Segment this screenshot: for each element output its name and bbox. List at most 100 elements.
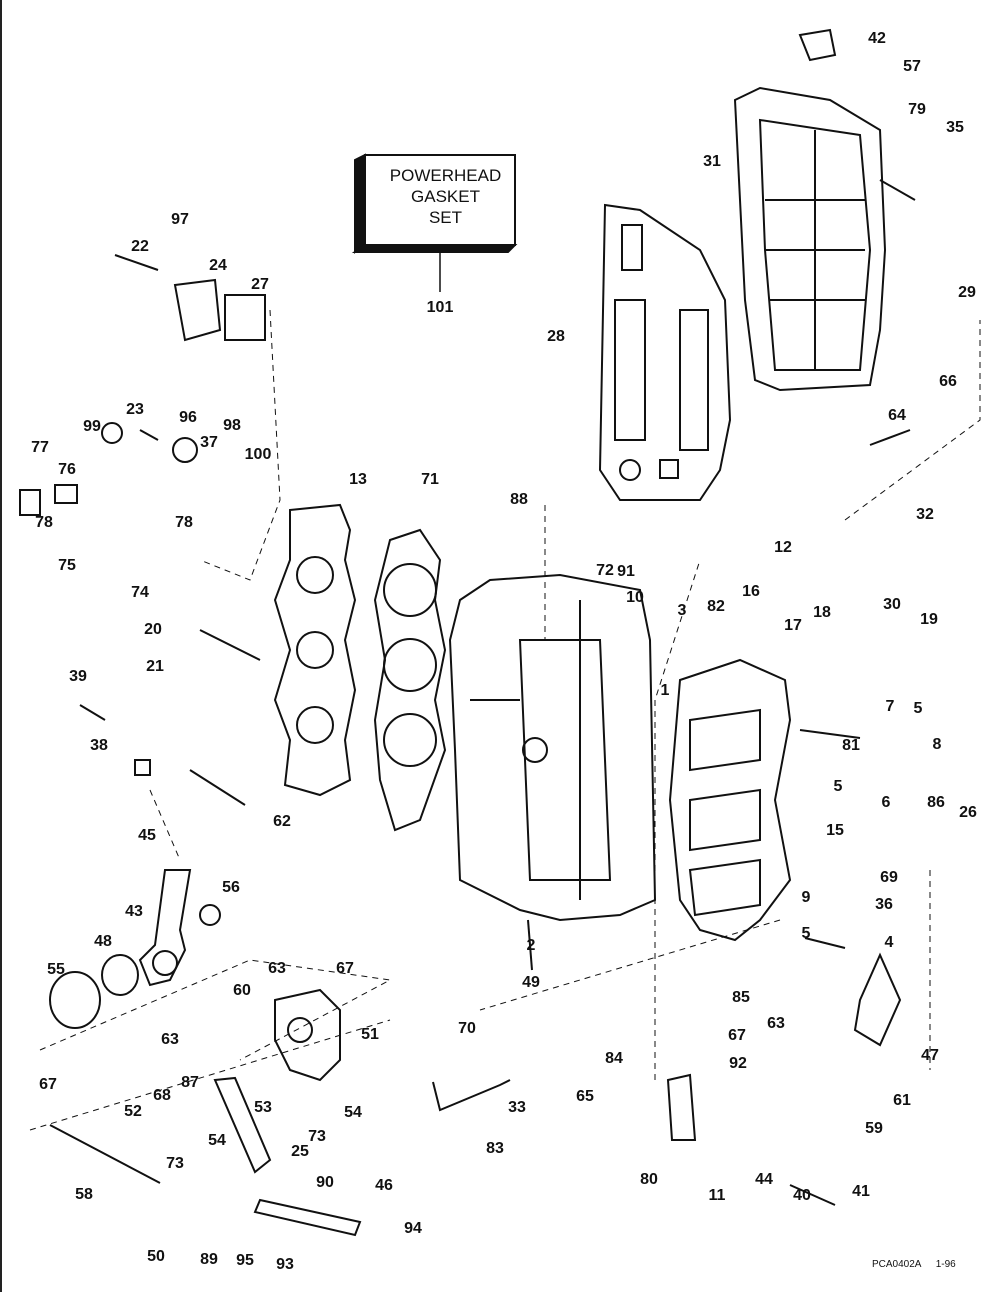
small-hardware [19,28,916,1206]
part-47-bracket [666,952,902,1141]
part-number-callout: 76 [58,461,76,478]
part-number-callout: 10 [626,589,644,606]
part-number-callout: 67 [728,1027,746,1044]
part-number-callout: 78 [175,514,193,531]
part-number-callout: 25 [291,1143,309,1160]
part-number-callout: 12 [774,539,792,556]
part-crankcase-block [448,573,657,922]
part-number-callout: 54 [344,1104,362,1121]
part-number-callout: 85 [732,989,750,1006]
part-number-callout: 78 [35,514,53,531]
part-number-callout: 74 [131,584,149,601]
part-number-callout: 55 [47,961,65,978]
page-edge [0,0,2,1292]
part-number-callout: 11 [708,1187,726,1204]
part-number-callout: 52 [124,1103,142,1120]
part-25-link [49,1076,511,1237]
part-number-callout: 49 [522,974,540,991]
part-number-callout: 56 [222,879,240,896]
part-number-callout: 48 [94,933,112,950]
part-number-callout: 57 [903,58,921,75]
part-number-callout: 35 [946,119,964,136]
part-number-callout: 38 [90,737,108,754]
part-number-callout: 18 [813,604,831,621]
part-number-callout: 30 [883,596,901,613]
part-number-callout: 82 [707,598,725,615]
drawing-footer: PCA0402A 1-96 [872,1259,956,1270]
part-number-callout: 50 [147,1248,165,1265]
part-number-callout: 75 [58,557,76,574]
part-number-callout: 51 [361,1026,379,1043]
part-number-callout: 9 [801,889,811,906]
part-number-callout: 61 [893,1092,911,1109]
part-number-callout: 32 [916,506,934,523]
part-number-callout: 65 [576,1088,594,1105]
part-number-callout: 37 [200,434,218,451]
part-number-callout: 2 [526,937,536,954]
part-number-callout: 22 [131,238,149,255]
part-number-callout: 73 [308,1128,326,1145]
part-number-callout: 42 [868,30,886,47]
part-number-callout: 64 [888,407,906,424]
part-number-callout: 93 [276,1256,294,1273]
part-number-callout: 98 [223,417,241,434]
part-number-callout: 90 [316,1174,334,1191]
part-number-callout: 40 [793,1187,811,1204]
part-number-callout: 4 [884,934,894,951]
part-number-callout: 17 [784,617,802,634]
part-number-callout: 62 [273,813,291,830]
part-number-callout: 86 [927,794,945,811]
part-number-callout: 24 [209,257,227,274]
part-number-callout: 46 [375,1177,393,1194]
part-number-callout: 72 [596,562,614,579]
part-43-throttle-arm [49,869,221,1029]
part-number-callout: 6 [881,794,891,811]
kit-line-2: GASKET [411,187,480,206]
part-number-callout: 19 [920,611,938,628]
part-number-callout: 95 [236,1252,254,1269]
part-number-callout: 60 [233,982,251,999]
part-number-callout: 58 [75,1186,93,1203]
part-number-callout: 53 [254,1099,272,1116]
part-number-callout: 15 [826,822,844,839]
part-number-callout: 33 [508,1099,526,1116]
part-number-callout: 39 [69,668,87,685]
part-number-callout: 99 [83,418,101,435]
part-number-callout: 29 [958,284,976,301]
part-number-callout: 88 [510,491,528,508]
part-number-callout: 83 [486,1140,504,1157]
part-number-callout: 44 [755,1171,773,1188]
part-number-callout: 68 [153,1087,171,1104]
part-number-callout: 16 [742,583,760,600]
part-number-callout: 63 [161,1031,179,1048]
part-number-callout: 92 [729,1055,747,1072]
part-number-callout: 70 [458,1020,476,1037]
part-number-callout: 66 [939,373,957,390]
part-number-callout: 54 [208,1132,226,1149]
part-28-plate-gasket [598,203,732,501]
part-number-callout: 5 [801,925,811,942]
part-number-callout: 20 [144,621,162,638]
part-number-callout: 84 [605,1050,623,1067]
part-number-callout: 71 [421,471,439,488]
part-number-callout: 47 [921,1047,939,1064]
part-71-head-gasket [373,528,447,832]
part-number-callout: 96 [179,409,197,426]
part-number-callout: 13 [349,471,367,488]
part-number-callout: 36 [875,896,893,913]
leader-lines [29,309,981,1131]
part-number-callout: 28 [547,328,565,345]
part-number-callout: 43 [125,903,143,920]
part-crankcase-cover [668,658,792,942]
part-number-callout: 100 [244,446,272,463]
gasket-kit-box [351,153,518,292]
part-number-callout: 5 [913,700,923,717]
drawing-code: PCA0402A [872,1259,921,1270]
part-number-callout: 77 [31,439,49,456]
part-number-callout: 1 [660,682,670,699]
part-number-callout: 73 [166,1155,184,1172]
part-number-callout: 67 [336,960,354,977]
part-number-callout: 91 [617,563,635,580]
part-number-callout: 7 [885,698,895,715]
